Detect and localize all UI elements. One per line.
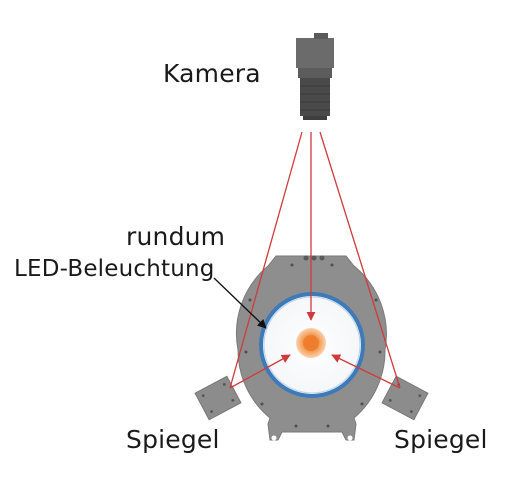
led-pointer-arrow (213, 277, 267, 329)
camera-lens-tip (303, 116, 327, 120)
beam-right-mirror-to-sample (331, 354, 401, 389)
camera-neck (298, 68, 332, 78)
camera-lens-rings (300, 85, 330, 111)
mirror-left (194, 375, 242, 421)
sample-core (303, 335, 319, 351)
camera-mount (314, 33, 328, 39)
housing-hole (271, 435, 277, 441)
housing-top-connectors (303, 255, 325, 261)
led-ring-inner-edge (263, 296, 361, 394)
beam-left-mirror-to-sample (229, 354, 291, 389)
mirror-left-label: Spiegel (126, 425, 220, 454)
beam-camera-to-left-mirror (229, 131, 303, 389)
beam-paths (229, 131, 401, 389)
camera-body (296, 38, 334, 68)
camera (296, 33, 334, 120)
camera-label: Kamera (163, 59, 261, 88)
housing-hole (347, 435, 353, 441)
mirror-right-label: Spiegel (394, 425, 488, 454)
led-label-line2: LED-Beleuchtung (14, 256, 215, 282)
housing-screws (244, 263, 382, 428)
beam-camera-to-right-mirror (319, 131, 401, 389)
led-label-line1: rundum (126, 222, 226, 251)
